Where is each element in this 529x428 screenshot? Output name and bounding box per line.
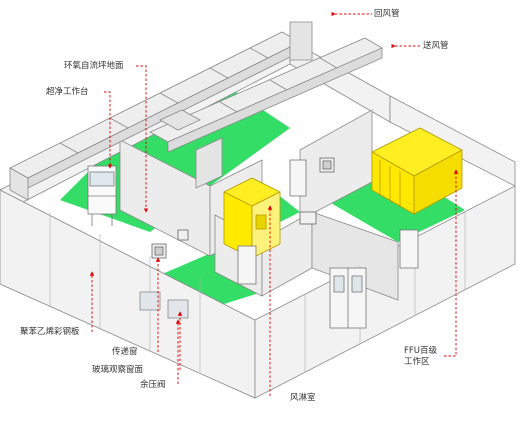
label-clean-bench: 超净工作台 <box>46 87 89 97</box>
label-pass-box: 传递窗 <box>112 347 138 357</box>
door-right <box>399 229 419 269</box>
observation-windows <box>139 291 189 319</box>
pass-box-shower <box>299 211 317 225</box>
label-ffu-line1: FFU百级 <box>404 346 437 356</box>
duct-system <box>9 21 383 201</box>
wall-inner-6 <box>311 211 399 301</box>
ffu-side <box>413 149 463 215</box>
label-supply-duct: 送风管 <box>423 41 449 51</box>
pointer-lines <box>89 11 459 396</box>
label-observation-window: 玻璃观察窗面 <box>92 365 144 375</box>
label-air-shower: 风淋室 <box>290 393 316 403</box>
label-epoxy-floor: 环氧自流坪地面 <box>64 61 124 71</box>
pointer-ffu <box>444 169 459 357</box>
label-pressure-valve: 余压阀 <box>140 380 166 390</box>
door-inner <box>237 245 257 285</box>
window-right <box>167 299 189 319</box>
clean-bench <box>87 165 117 226</box>
pass-box-mid <box>177 229 189 241</box>
pointer-clean-bench <box>104 91 113 169</box>
label-color-steel-panel: 聚苯乙烯彩钢板 <box>20 327 80 337</box>
floor-left-room <box>160 250 262 310</box>
air-shower-unit <box>223 177 281 259</box>
pointer-epoxy-floor <box>136 65 149 213</box>
doors <box>237 159 419 329</box>
ffu-zone <box>371 127 463 215</box>
door-back <box>289 159 307 197</box>
window-left <box>139 291 161 311</box>
label-ffu-line2: 工作区 <box>404 357 430 367</box>
pass-boxes <box>151 157 335 259</box>
label-return-duct: 回风管 <box>374 9 400 19</box>
